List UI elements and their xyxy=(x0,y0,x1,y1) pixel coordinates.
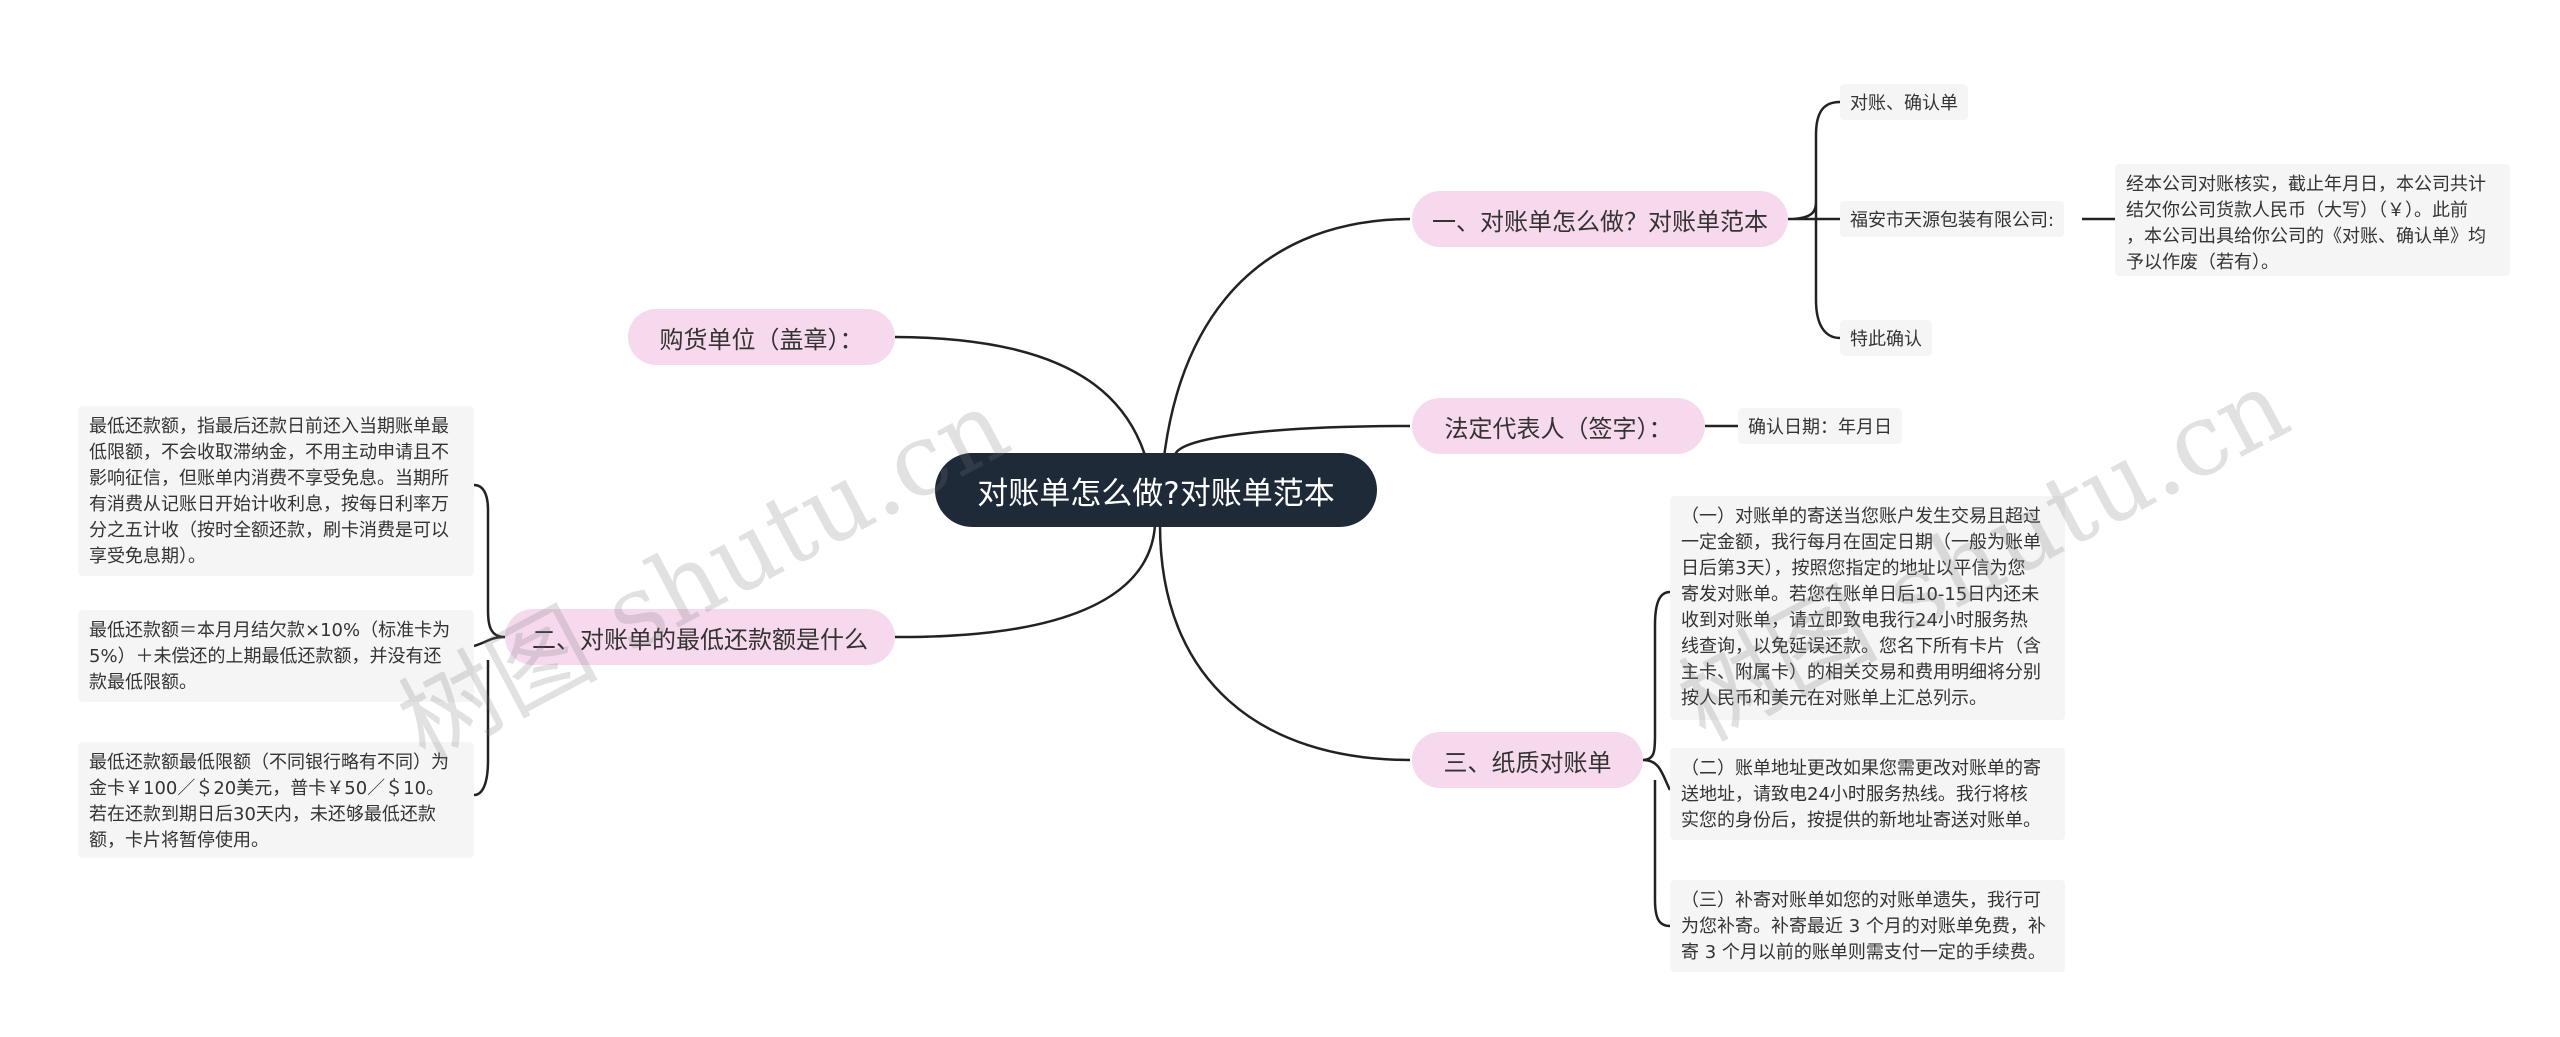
branch-how-to-make-statement[interactable]: 一、对账单怎么做？对账单范本 xyxy=(1412,191,1788,247)
note-statement-delivery[interactable]: （一）对账单的寄送当您账户发生交易且超过 一定金额，我行每月在固定日期（一般为账… xyxy=(1670,496,2065,720)
note-line: 予以作废（若有）。 xyxy=(2126,252,2279,273)
note-statement-text[interactable]: 经本公司对账核实，截止年月日，本公司共计 结欠你公司货款人民币（大写）（￥）。此… xyxy=(2115,164,2510,276)
root-label: 对账单怎么做?对账单范本 xyxy=(977,475,1335,512)
note-reissue-statement[interactable]: （三）补寄对账单如您的对账单遗失，我行可 为您补寄。补寄最近 3 个月的对账单免… xyxy=(1670,880,2065,972)
note-line: 寄发对账单。若您在账单日后10-15日内还未 xyxy=(1681,584,2040,605)
branch-label: 购货单位（盖章）： xyxy=(659,325,864,354)
note-line: 有消费从记账日开始计收利息，按每日利率万 xyxy=(89,494,449,515)
note-line: ，本公司出具给你公司的《对账、确认单》均 xyxy=(2126,226,2486,247)
note-line: 按人民币和美元在对账单上汇总列示。 xyxy=(1681,688,1987,709)
note-line: 主卡、附属卡）的相关交易和费用明细将分别 xyxy=(1681,662,2041,683)
note-address-change[interactable]: （二）账单地址更改如果您需更改对账单的寄 送地址，请致电24小时服务热线。我行将… xyxy=(1670,748,2065,840)
branch-label: 三、纸质对账单 xyxy=(1443,748,1612,777)
leaf-hereby-confirm[interactable]: 特此确认 xyxy=(1840,320,1932,356)
note-line: 日后第3天），按照您指定的地址以平信为您 xyxy=(1681,558,2026,579)
note-line: 结欠你公司货款人民币（大写）（￥）。此前 xyxy=(2126,200,2468,221)
note-line: 5%）＋未偿还的上期最低还款额，并没有还 xyxy=(89,646,442,667)
note-line: 分之五计收（按时全额还款，刷卡消费是可以 xyxy=(89,520,449,541)
leaf-label: 福安市天源包装有限公司: xyxy=(1850,210,2055,231)
branch-label: 一、对账单怎么做？对账单范本 xyxy=(1432,207,1768,236)
link-root-b5 xyxy=(894,524,1157,639)
note-line: 寄 3 个月以前的账单则需支付一定的手续费。 xyxy=(1681,942,2046,963)
note-line: 一定金额，我行每月在固定日期（一般为账单 xyxy=(1681,532,2041,553)
link-b3-notes xyxy=(1642,590,1672,928)
note-line: 线查询，以免延误还款。您名下所有卡片（含 xyxy=(1681,636,2041,657)
note-line: 实您的身份后，按提供的新地址寄送对账单。 xyxy=(1681,810,2041,831)
root-topic[interactable]: 对账单怎么做?对账单范本 xyxy=(935,453,1377,527)
leaf-reconciliation-confirmation[interactable]: 对账、确认单 xyxy=(1840,84,1968,120)
note-line: 经本公司对账核实，截止年月日，本公司共计 xyxy=(2126,174,2486,195)
note-line: （一）对账单的寄送当您账户发生交易且超过 xyxy=(1681,506,2041,527)
leaf-label: 对账、确认单 xyxy=(1850,93,1958,114)
link-b1-leaves xyxy=(1787,100,1841,340)
branch-minimum-payment[interactable]: 二、对账单的最低还款额是什么 xyxy=(505,609,895,665)
note-minimum-payment-definition[interactable]: 最低还款额，指最后还款日前还入当期账单最 低限额，不会收取滞纳金，不用主动申请且… xyxy=(78,406,474,576)
branch-buyer-seal[interactable]: 购货单位（盖章）： xyxy=(628,309,895,365)
note-line: 收到对账单，请立即致电我行24小时服务热 xyxy=(1681,610,2028,631)
leaf-confirm-date[interactable]: 确认日期：年月日 xyxy=(1738,408,1902,444)
note-line: 最低还款额，指最后还款日前还入当期账单最 xyxy=(89,416,449,437)
branch-paper-statement[interactable]: 三、纸质对账单 xyxy=(1412,732,1643,788)
note-line: 额，卡片将暂停使用。 xyxy=(89,830,269,851)
link-root-b1 xyxy=(1158,217,1411,526)
note-line: 送地址，请致电24小时服务热线。我行将核 xyxy=(1681,784,2028,805)
note-line: 最低还款额最低限额（不同银行略有不同）为 xyxy=(89,752,449,773)
note-line: （三）补寄对账单如您的对账单遗失，我行可 xyxy=(1681,890,2041,911)
note-minimum-payment-limit[interactable]: 最低还款额最低限额（不同银行略有不同）为 金卡￥100／＄20美元，普卡￥50／… xyxy=(78,742,474,858)
link-root-b2 xyxy=(1173,424,1411,456)
leaf-label: 特此确认 xyxy=(1850,329,1922,350)
leaf-company-name[interactable]: 福安市天源包装有限公司: xyxy=(1840,201,2065,237)
note-line: 最低还款额＝本月月结欠款×10%（标准卡为 xyxy=(89,620,451,641)
note-minimum-payment-formula[interactable]: 最低还款额＝本月月结欠款×10%（标准卡为 5%）＋未偿还的上期最低还款额，并没… xyxy=(78,610,474,702)
note-line: 若在还款到期日后30天内，未还够最低还款 xyxy=(89,804,436,825)
link-root-b3 xyxy=(1158,524,1411,762)
note-line: 享受免息期）。 xyxy=(89,546,206,567)
branch-label: 法定代表人（签字）： xyxy=(1444,414,1673,443)
note-line: 影响征信，但账单内消费不享受免息。当期所 xyxy=(89,468,449,489)
link-b5-notes xyxy=(473,483,506,797)
branch-label: 二、对账单的最低还款额是什么 xyxy=(532,625,868,654)
note-line: 款最低限额。 xyxy=(89,672,197,693)
note-line: （二）账单地址更改如果您需更改对账单的寄 xyxy=(1681,758,2041,779)
note-line: 为您补寄。补寄最近 3 个月的对账单免费，补 xyxy=(1681,916,2046,937)
branch-legal-representative[interactable]: 法定代表人（签字）： xyxy=(1412,398,1705,454)
note-line: 金卡￥100／＄20美元，普卡￥50／＄10。 xyxy=(89,778,445,799)
leaf-label: 确认日期：年月日 xyxy=(1748,417,1892,438)
note-line: 低限额，不会收取滞纳金，不用主动申请且不 xyxy=(89,442,449,463)
